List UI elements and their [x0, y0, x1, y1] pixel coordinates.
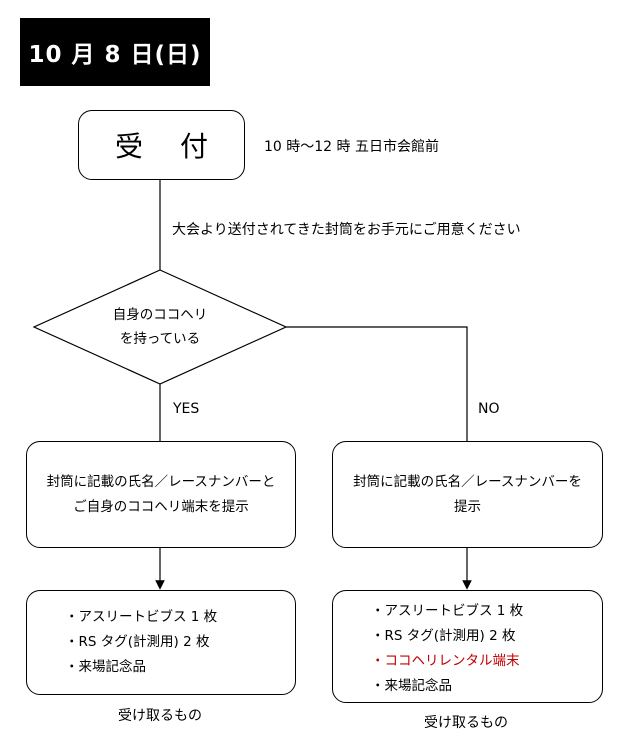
list-item: ・来場記念品	[371, 678, 452, 694]
list-item: ・アスリートビブス 1 枚	[65, 609, 218, 625]
list-item: ・RS タグ(計測用) 2 枚	[65, 634, 210, 650]
connector-no	[286, 326, 468, 441]
yes-caption: 受け取るもの	[118, 708, 202, 724]
no-step-box: 封筒に記載の氏名／レースナンバーを 提示	[332, 441, 603, 548]
yes-label: YES	[173, 401, 200, 417]
no-step-line-2: 提示	[454, 498, 481, 515]
list-item: ・アスリートビブス 1 枚	[371, 603, 524, 619]
reception-time-place: 10 時〜12 時 五日市会館前	[264, 139, 439, 155]
decision-label: 自身のココヘリ を持っている	[80, 300, 240, 354]
list-item: ・来場記念品	[65, 659, 146, 675]
reception-instruction: 大会より送付されてきた封筒をお手元にご用意ください	[172, 222, 521, 238]
decision-line-1: 自身のココヘリ	[112, 307, 208, 323]
no-step-line-1: 封筒に記載の氏名／レースナンバーを	[353, 473, 582, 490]
decision-line-2: を持っている	[119, 331, 201, 347]
yes-step-line-2: ご自身のココヘリ端末を提示	[73, 498, 249, 515]
yes-items-box: ・アスリートビブス 1 枚 ・RS タグ(計測用) 2 枚 ・来場記念品	[26, 590, 296, 695]
yes-step-box: 封筒に記載の氏名／レースナンバーと ご自身のココヘリ端末を提示	[26, 441, 296, 548]
date-banner: 10 月 8 日(日)	[20, 18, 210, 86]
yes-step-line-1: 封筒に記載の氏名／レースナンバーと	[46, 473, 276, 490]
list-item-highlight: ・ココヘリレンタル端末	[371, 653, 520, 669]
no-label: NO	[478, 401, 500, 417]
no-items-box: ・アスリートビブス 1 枚 ・RS タグ(計測用) 2 枚 ・ココヘリレンタル端…	[332, 590, 603, 703]
reception-box: 受 付	[78, 110, 245, 180]
list-item: ・RS タグ(計測用) 2 枚	[371, 628, 516, 644]
no-caption: 受け取るもの	[424, 715, 508, 731]
